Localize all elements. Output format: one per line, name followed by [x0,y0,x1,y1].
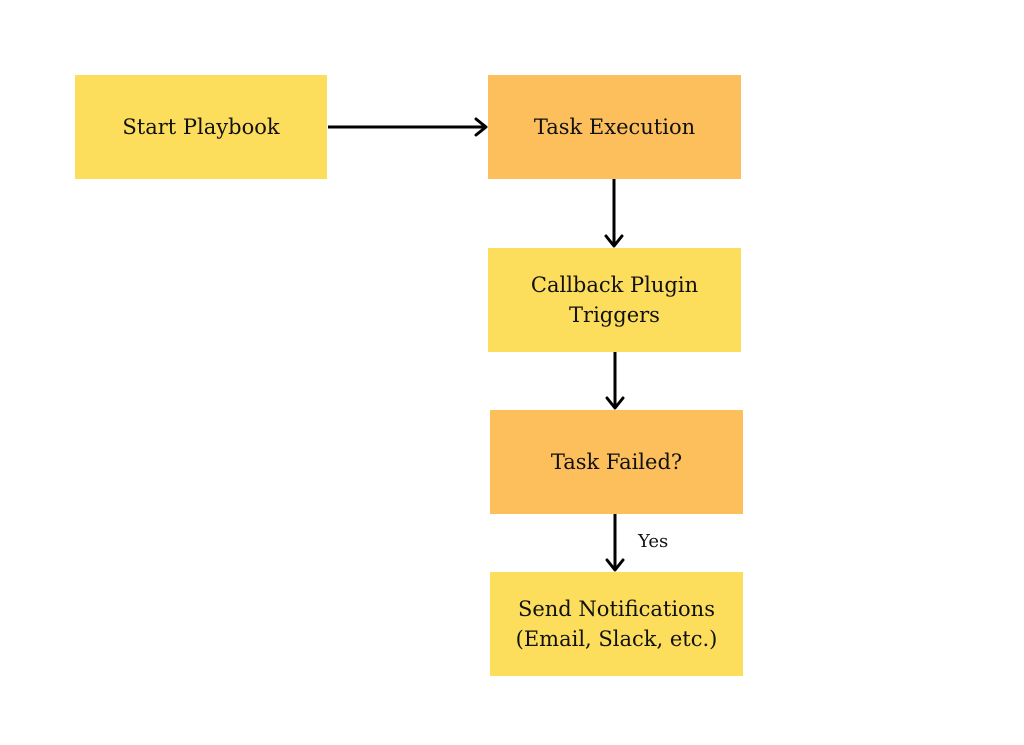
edge-start-to-exec [328,117,488,137]
node-callback-plugin-triggers: Callback Plugin Triggers [488,248,741,352]
edge-label-yes: Yes [638,531,669,552]
edge-exec-to-callback [604,179,624,248]
node-send-notifications: Send Notifications (Email, Slack, etc.) [490,572,743,676]
edge-callback-to-failed [605,352,625,410]
node-start-playbook-label: Start Playbook [122,115,280,139]
edge-failed-to-notify [605,514,625,572]
node-task-execution-label: Task Execution [533,115,696,139]
node-send-notifications-line2: (Email, Slack, etc.) [515,627,718,651]
node-send-notifications-line1: Send Notifications [517,597,715,621]
node-task-failed-decision: Task Failed? [490,410,743,514]
node-task-failed-label: Task Failed? [550,450,683,474]
node-task-execution: Task Execution [488,75,741,179]
node-callback-plugin-triggers-label: Callback Plugin Triggers [530,273,699,327]
node-send-notifications-text: Send Notifications (Email, Slack, etc.) [516,594,718,654]
node-start-playbook: Start Playbook [75,75,327,179]
